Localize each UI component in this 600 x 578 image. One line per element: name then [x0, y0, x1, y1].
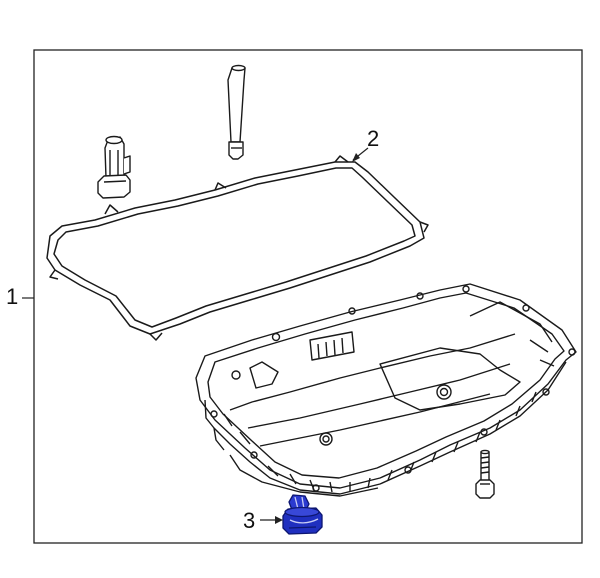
- callout-2-label: 2: [367, 126, 380, 151]
- fill-plug: [97, 135, 131, 199]
- callout-1-label: 1: [6, 284, 19, 309]
- transmission-oil-pan: [195, 283, 577, 497]
- drain-plug: [282, 494, 323, 535]
- pan-bolt: [475, 449, 495, 499]
- dipstick-tube: [227, 64, 246, 160]
- callout-3-label: 3: [243, 508, 256, 533]
- oil-pan-gasket: [46, 155, 429, 341]
- assembly-frame: [33, 49, 583, 544]
